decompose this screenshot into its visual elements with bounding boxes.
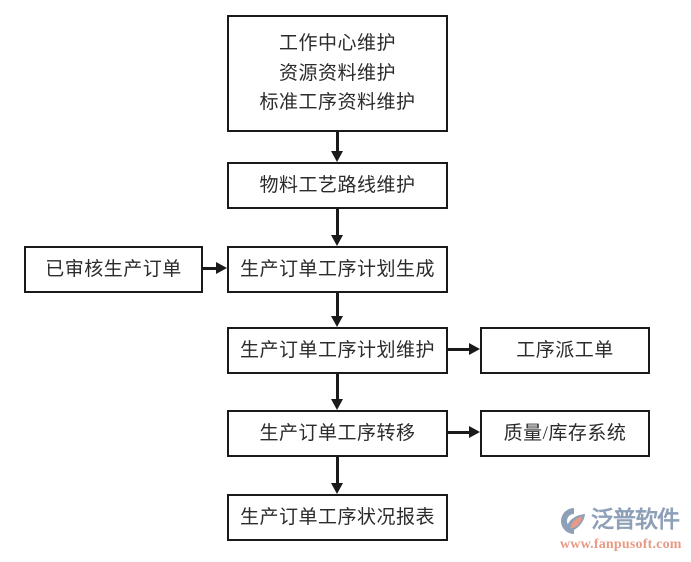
arrow-stem	[336, 132, 339, 151]
logo-row: 泛普软件	[560, 505, 684, 536]
node-operation-status-report[interactable]: 生产订单工序状况报表	[227, 494, 448, 541]
arrow-head	[469, 426, 480, 438]
node-quality-inventory-system-label: 质量/库存系统	[503, 422, 627, 444]
arrow-stem	[448, 431, 469, 434]
node-quality-inventory-system[interactable]: 质量/库存系统	[480, 410, 650, 457]
node-approved-production-order[interactable]: 已审核生产订单	[24, 246, 203, 293]
node-base-data[interactable]: 工作中心维护 资源资料维护 标准工序资料维护	[227, 15, 448, 132]
watermark-logo: 泛普软件 www.fanpusoft.com	[560, 505, 684, 555]
arrow-head	[331, 316, 343, 327]
node-material-routing-maintenance[interactable]: 物料工艺路线维护	[227, 162, 448, 209]
node-operation-plan-maintenance[interactable]: 生产订单工序计划维护	[227, 327, 448, 374]
node-operation-plan-generation[interactable]: 生产订单工序计划生成	[227, 246, 448, 293]
node-operation-transfer-label: 生产订单工序转移	[259, 422, 416, 444]
arrow-head	[331, 235, 343, 246]
arrow-stem	[336, 457, 339, 483]
arrow-stem	[336, 209, 339, 235]
arrow-head	[216, 262, 227, 274]
node-operation-status-report-label: 生产订单工序状况报表	[239, 506, 435, 528]
node-base-data-line-2: 资源资料维护	[278, 62, 396, 84]
arrow-head	[331, 483, 343, 494]
arrow-stem	[203, 267, 216, 270]
node-operation-plan-generation-label: 生产订单工序计划生成	[239, 258, 435, 280]
node-operation-plan-maintenance-label: 生产订单工序计划维护	[239, 339, 435, 361]
arrow-head	[469, 343, 480, 355]
node-base-data-line-3: 标准工序资料维护	[259, 92, 416, 114]
arrow-stem	[336, 293, 339, 316]
node-approved-production-order-label: 已审核生产订单	[45, 258, 182, 280]
fanpu-logo-icon	[561, 507, 585, 534]
node-operation-transfer[interactable]: 生产订单工序转移	[227, 410, 448, 457]
node-material-routing-maintenance-label: 物料工艺路线维护	[259, 174, 416, 196]
node-operation-dispatch-order[interactable]: 工序派工单	[480, 327, 650, 374]
logo-wordmark: 泛普软件	[591, 507, 680, 533]
arrow-head	[331, 151, 343, 162]
arrow-stem	[336, 374, 339, 399]
arrow-stem	[448, 348, 469, 351]
node-operation-dispatch-order-label: 工序派工单	[516, 339, 614, 361]
logo-url: www.fanpusoft.com	[560, 537, 682, 552]
node-base-data-line-1: 工作中心维护	[278, 33, 396, 55]
arrow-head	[331, 399, 343, 410]
